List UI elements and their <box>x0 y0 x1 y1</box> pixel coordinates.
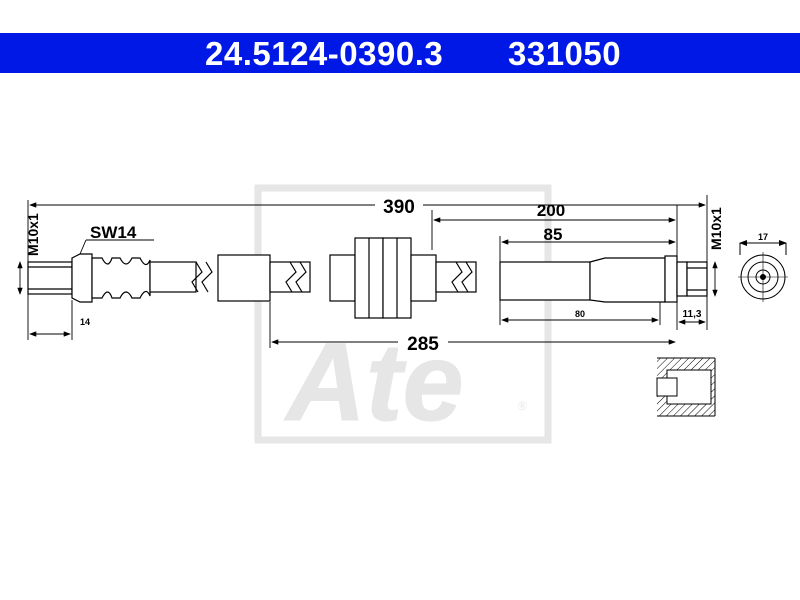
dim-390-label: 390 <box>383 197 415 218</box>
hose-body <box>27 237 708 319</box>
extension-lines <box>27 195 708 348</box>
left-crimp-ferrule <box>91 257 151 299</box>
left-hex-nut <box>71 253 93 303</box>
catalog-number: 331050 <box>508 35 622 72</box>
sw14-label: SW14 <box>90 223 137 242</box>
dim-11-3-label: 11,3 <box>683 309 702 320</box>
sw14-leader-2 <box>79 239 87 255</box>
registered-mark: ® <box>518 399 527 413</box>
right-hex-nut <box>664 255 678 303</box>
dim-200-label: 200 <box>537 201 565 220</box>
thread-right-label: M10x1 <box>708 207 724 250</box>
part-number: 24.5124-0390.3 <box>205 35 444 72</box>
dim-14-label: 14 <box>80 317 90 327</box>
dim-85-label: 85 <box>544 225 563 244</box>
right-ferrule <box>499 261 591 301</box>
break-marks <box>191 261 473 293</box>
hose-sleeve <box>217 254 271 302</box>
thread-left-label: M10x1 <box>25 213 41 256</box>
dim-285-label: 285 <box>407 334 439 355</box>
end-view <box>738 240 788 302</box>
title-bar: 24.5124-0390.3 331050 <box>0 33 800 73</box>
dim-80-label: 80 <box>575 309 585 319</box>
section-view <box>656 357 716 417</box>
size-17-label: 17 <box>758 232 768 242</box>
